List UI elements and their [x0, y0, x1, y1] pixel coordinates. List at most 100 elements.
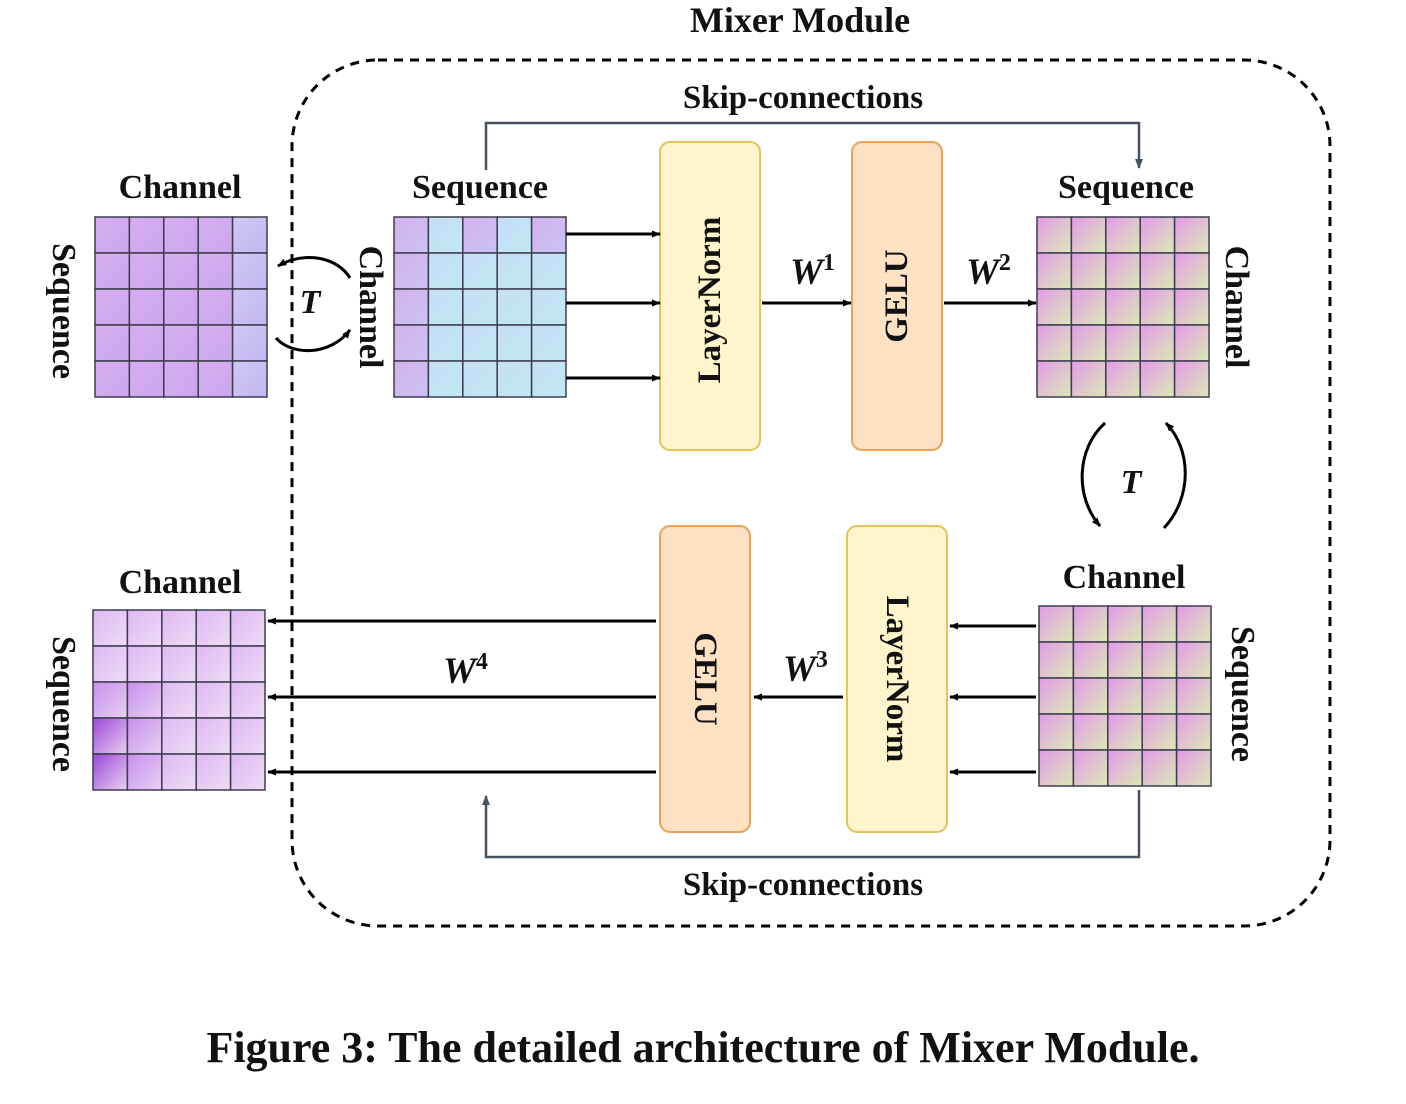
- transpose-arrow-upper: [277, 256, 352, 279]
- grid-cell: [128, 360, 165, 398]
- grid-cell: [393, 360, 430, 398]
- grid-cell: [1173, 252, 1210, 290]
- grid-cell: [1105, 288, 1141, 326]
- grid-cell: [462, 324, 498, 362]
- grid-cell: [163, 360, 199, 398]
- grid-cell: [94, 360, 131, 398]
- grid-cell: [1173, 288, 1210, 326]
- weight-w1: W1: [790, 250, 835, 293]
- skip-bottom-label: Skip-connections: [683, 867, 923, 903]
- grid-sequence-channel-first: [393, 216, 567, 398]
- grid-cell: [1141, 677, 1178, 715]
- grid-cell: [161, 681, 197, 719]
- grid-cell: [530, 252, 567, 290]
- third-top-label: Channel: [1063, 559, 1186, 596]
- grid-cell: [427, 288, 464, 326]
- grid-cell: [163, 324, 199, 362]
- third-side-label: Sequence: [1224, 626, 1261, 762]
- layernorm-block-top: [659, 141, 761, 451]
- grid-output: [92, 609, 266, 791]
- grid-cell: [229, 753, 266, 791]
- grid-cell: [1139, 360, 1176, 398]
- grid-cell: [1107, 677, 1143, 715]
- skip-connection-top: [484, 121, 1143, 170]
- grid-cell: [1139, 288, 1176, 326]
- grid-cell: [462, 216, 498, 254]
- grid-cell: [1107, 605, 1143, 643]
- grid-cell: [229, 645, 266, 683]
- grid-cell: [462, 360, 498, 398]
- grid-cell: [94, 324, 131, 362]
- grid-cell: [393, 216, 430, 254]
- grid-cell: [427, 360, 464, 398]
- second-side-label: Channel: [1218, 246, 1255, 369]
- grid-cell: [1139, 324, 1176, 362]
- weight-w2: W2: [966, 250, 1011, 293]
- grid-cell: [1036, 288, 1073, 326]
- module-title: Mixer Module: [690, 0, 910, 40]
- grid-cell: [427, 216, 464, 254]
- grid-cell: [163, 216, 199, 254]
- grid-cell: [197, 216, 234, 254]
- grid-cell: [126, 681, 163, 719]
- grid-cell: [1105, 216, 1141, 254]
- grid-cell: [197, 360, 234, 398]
- grid-cell: [427, 324, 464, 362]
- grid-cell: [197, 324, 234, 362]
- grid-cell: [1072, 677, 1109, 715]
- grid-cell: [128, 252, 165, 290]
- grid-cell: [462, 252, 498, 290]
- layernorm-block-bottom: [846, 525, 948, 833]
- grid-cell: [530, 324, 567, 362]
- grid-cell: [1070, 288, 1107, 326]
- grid-cell: [92, 717, 129, 755]
- grid-cell: [496, 216, 533, 254]
- grid-cell: [1107, 749, 1143, 787]
- grid-cell: [231, 324, 268, 362]
- layernorm-top-label: LayerNorm: [692, 217, 728, 384]
- grid-cell: [496, 288, 533, 326]
- figure-caption: Figure 3: The detailed architecture of M…: [206, 1023, 1200, 1072]
- grid-cell: [1072, 713, 1109, 751]
- grid-cell: [1173, 360, 1210, 398]
- grid-cell: [231, 252, 268, 290]
- grid-cell: [393, 252, 430, 290]
- grid-cell: [126, 717, 163, 755]
- skip-connection-bottom: [482, 790, 1141, 859]
- transpose-arrow-right: [1162, 421, 1187, 530]
- grid-cell: [1175, 677, 1212, 715]
- grid-cell: [1107, 713, 1143, 751]
- skip-top-label: Skip-connections: [683, 80, 923, 116]
- grid-cell: [1038, 641, 1075, 679]
- grid-cell: [1038, 749, 1075, 787]
- grid-cell: [1038, 605, 1075, 643]
- grid-cell: [195, 645, 232, 683]
- weight-w4: W4: [443, 649, 488, 692]
- grid-cell: [1141, 605, 1178, 643]
- grid-cell: [530, 288, 567, 326]
- grid-cell: [92, 645, 129, 683]
- grid-input: [94, 216, 268, 398]
- grid-cell: [229, 717, 266, 755]
- grid-cell: [1107, 641, 1143, 679]
- input-top-label: Channel: [119, 169, 242, 206]
- grid-cell: [1036, 216, 1073, 254]
- grid-cell: [92, 681, 129, 719]
- grid-cell: [92, 753, 129, 791]
- output-side-label: Sequence: [45, 636, 82, 772]
- grid-cell: [1141, 713, 1178, 751]
- grid-cell: [1173, 216, 1210, 254]
- grid-cell: [427, 252, 464, 290]
- input-side-label: Sequence: [45, 243, 82, 379]
- grid-cell: [195, 753, 232, 791]
- grid-cell: [1139, 216, 1176, 254]
- layernorm-bottom-label: LayerNorm: [879, 596, 915, 763]
- grid-cell: [530, 360, 567, 398]
- grid-cell: [1036, 252, 1073, 290]
- grid-cell: [1038, 677, 1075, 715]
- grid-cell: [1175, 605, 1212, 643]
- transpose-label-right: T: [1121, 464, 1143, 501]
- grid-cell: [1139, 252, 1176, 290]
- gelu-block-top: [851, 141, 943, 451]
